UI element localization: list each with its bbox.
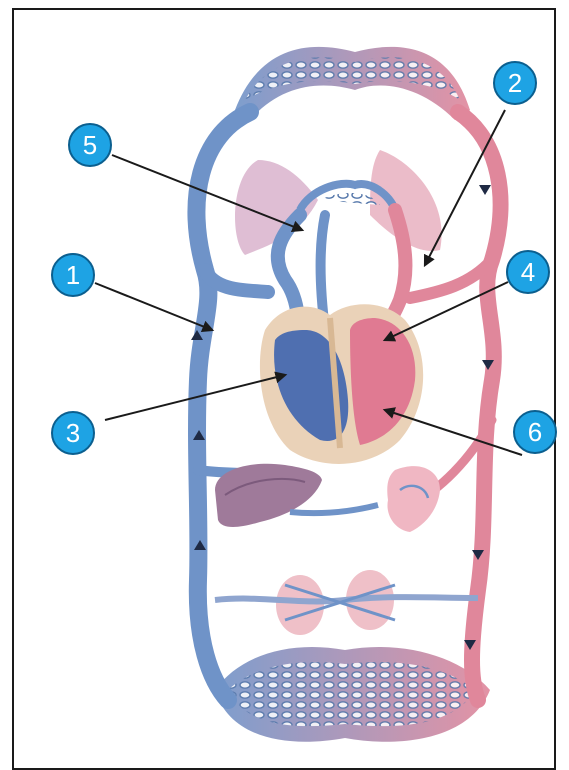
upper-body-capillary-bed bbox=[235, 47, 470, 120]
lower-body-capillary-bed bbox=[215, 647, 490, 742]
liver bbox=[215, 464, 322, 527]
label-badge-1: 1 bbox=[52, 254, 94, 296]
label-badge-3: 3 bbox=[52, 412, 94, 454]
label-badge-5: 5 bbox=[69, 124, 111, 166]
label-2-text: 2 bbox=[508, 68, 522, 98]
heart bbox=[260, 304, 423, 464]
label-4-text: 4 bbox=[521, 257, 535, 287]
label-5-text: 5 bbox=[83, 130, 97, 160]
label-3-text: 3 bbox=[66, 418, 80, 448]
label-6-text: 6 bbox=[528, 417, 542, 447]
label-badge-2: 2 bbox=[494, 62, 536, 104]
label-badge-4: 4 bbox=[507, 251, 549, 293]
label-1-text: 1 bbox=[66, 260, 80, 290]
leader-line-1 bbox=[95, 283, 212, 330]
kidneys bbox=[215, 570, 478, 635]
label-badge-6: 6 bbox=[514, 411, 556, 453]
lungs bbox=[235, 150, 442, 255]
